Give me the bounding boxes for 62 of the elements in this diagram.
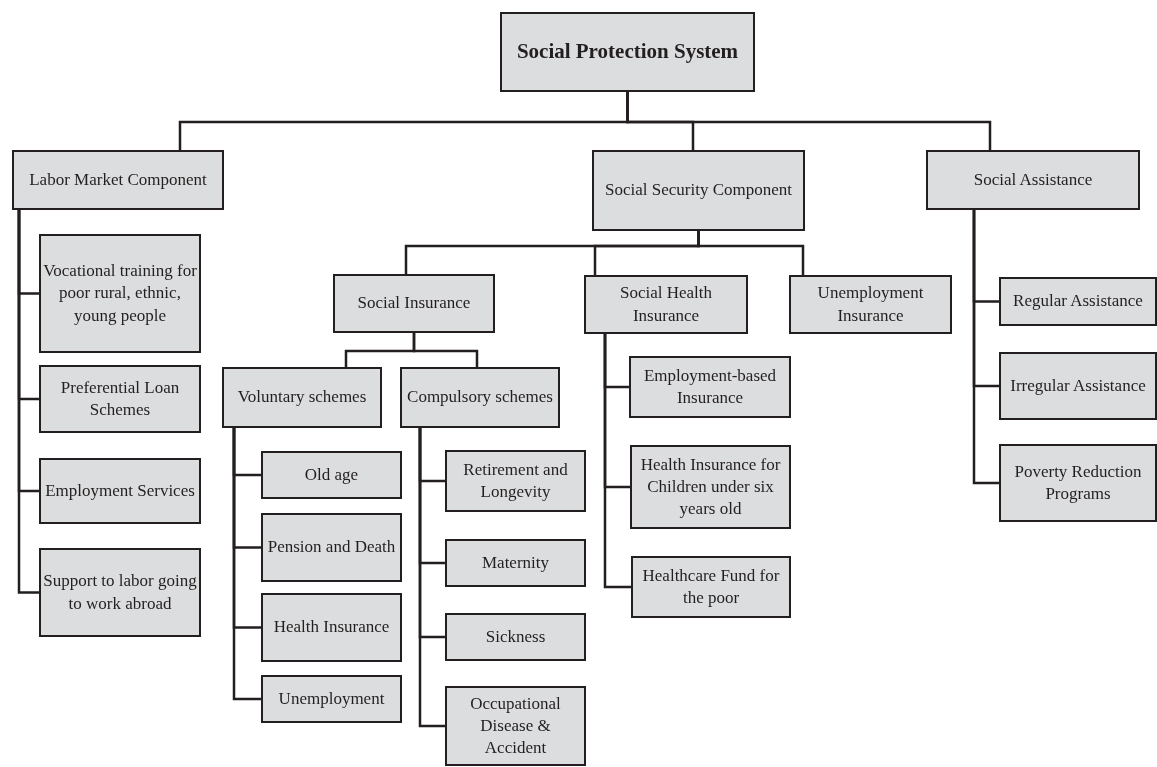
category-box [261,513,402,582]
box-label: Support to labor going to work abroad [43,570,197,615]
box-label: Vocational training for poor rural, ethnic, young people [43,260,197,327]
box-label: Social Health Insurance [618,282,714,327]
connector-line [626,92,992,150]
category-box [592,150,805,231]
box-label: Irregular Assistance [1010,374,1146,397]
category-box [39,458,201,524]
box-label: Employment Services [45,479,195,502]
category-box [999,352,1157,420]
connector-line [412,333,479,367]
category-box [445,613,586,661]
root-box [500,12,755,92]
category-box [999,277,1157,326]
category-box [333,274,495,333]
category-box [261,593,402,662]
box-label: Preferential Loan Schemes [59,376,181,421]
box-label: Regular Assistance [1013,290,1143,313]
connector-line [17,210,39,594]
category-box [261,675,402,723]
box-label: Sickness [485,625,546,648]
category-box [630,445,791,529]
box-label: Unemployment [278,687,385,710]
box-label: Labor Market Component [29,168,207,191]
category-box [39,365,201,433]
category-box [400,367,560,428]
connector-line [232,428,261,701]
box-label: Voluntary schemes [237,386,367,409]
box-label: Healthcare Fund for the poor [641,564,781,609]
box-label: Occupational Disease & Accident [469,692,562,760]
box-label: Social Insurance [357,292,471,315]
category-box [222,367,382,428]
connector-line [697,231,805,275]
box-label: Health Insurance for Children under six years old [639,453,782,521]
box-label: Retirement and Longevity [462,458,569,503]
category-box [445,450,586,512]
category-box [631,556,791,618]
category-box [926,150,1140,210]
category-box [261,451,402,499]
connector-line [603,334,631,589]
box-label: Pension and Death [267,536,396,559]
category-box [999,444,1157,522]
box-label: Social Security Component [605,179,792,202]
category-box [789,275,952,334]
category-box [445,539,586,587]
category-box [629,356,791,418]
category-box [445,686,586,766]
box-label: Employment-based Insurance [642,364,778,409]
category-box [584,275,748,334]
box-label: Compulsory schemes [407,386,553,409]
connector-line [972,210,999,485]
box-label: Poverty Reduction Programs [1013,460,1143,505]
category-box [39,548,201,637]
category-box [12,150,224,210]
box-label: Old age [304,463,359,486]
box-label: Maternity [481,551,549,574]
box-label: Unemployment Insurance [816,282,925,327]
connector-line [418,428,445,728]
category-box [39,234,201,353]
box-label: Social Protection System [516,38,739,66]
box-label: Social Assistance [973,168,1093,191]
box-label: Health Insurance [273,616,390,639]
